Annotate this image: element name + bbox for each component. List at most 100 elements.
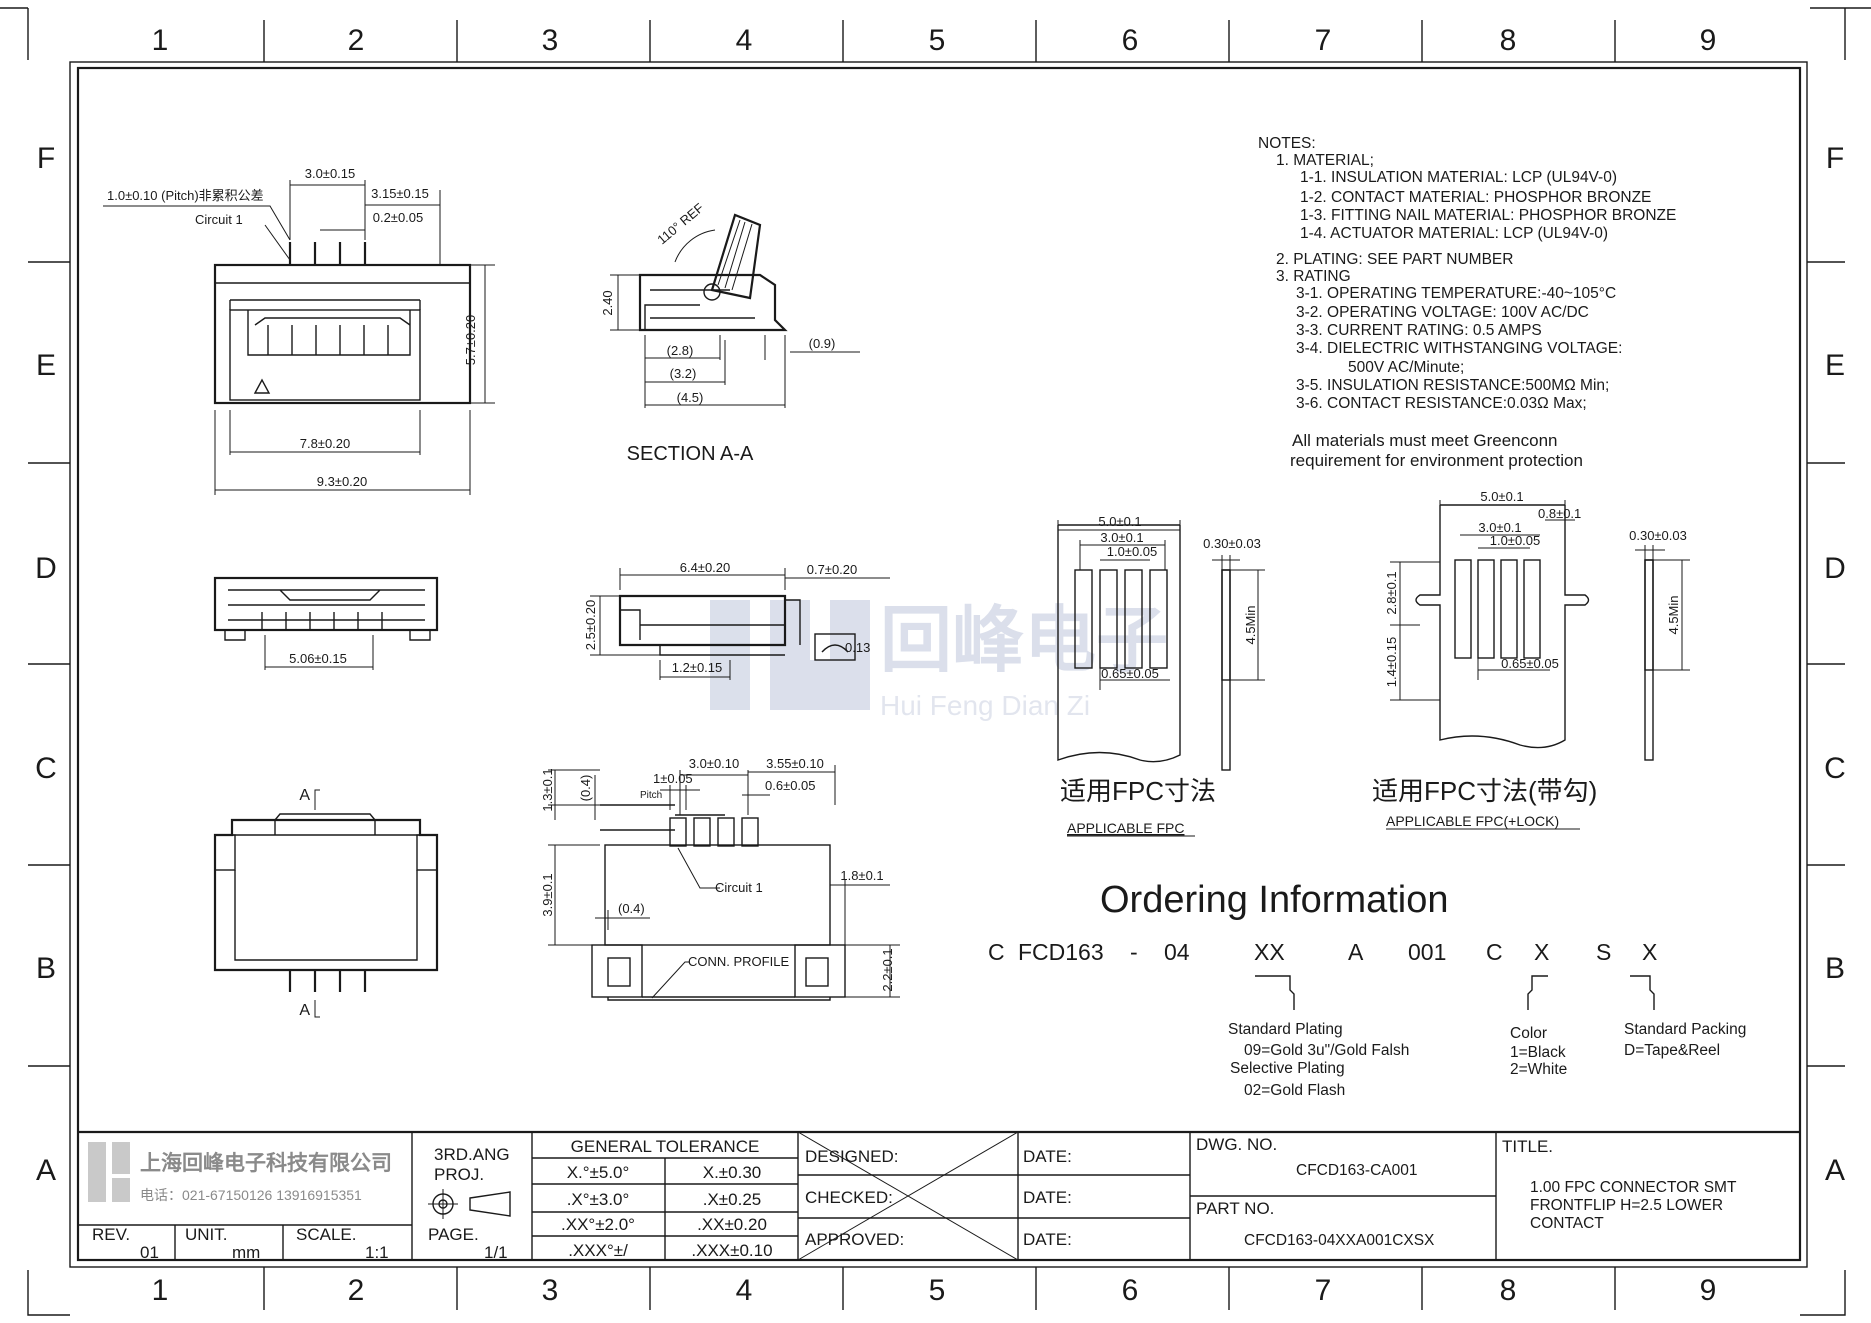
ordering-plating-1: Standard Plating: [1228, 1021, 1343, 1038]
notes-line-11: 3-4. DIELECTRIC WITHSTANGING VOLTAGE:: [1296, 340, 1622, 357]
checked-date-label: DATE:: [1023, 1188, 1072, 1207]
sheet-frame: [0, 7, 1871, 1316]
applicable-fpc: 5.0±0.1 3.0±0.1 1.0±0.05 0.65±0.05 0.30±…: [1057, 514, 1265, 837]
zone-col-8: 8: [1500, 24, 1517, 57]
dim-total-width: 9.3±0.20: [317, 474, 368, 489]
tol-angle-3: .XX°±2.0°: [561, 1215, 635, 1234]
unit-label: UNIT.: [185, 1225, 228, 1244]
zone-col-6: 6: [1122, 24, 1139, 57]
dwg-no-value: CFCD163-CA001: [1296, 1162, 1417, 1179]
designed-date-label: DATE:: [1023, 1147, 1072, 1166]
unit-value: mm: [232, 1243, 260, 1262]
dim-inner-width: 7.8±0.20: [300, 436, 351, 451]
page-label: PAGE.: [428, 1225, 479, 1244]
rev-value: 01: [140, 1243, 159, 1262]
tol-angle-2: .X°±3.0°: [567, 1190, 630, 1209]
zone-row-e-right: E: [1825, 349, 1845, 382]
fpclock-min-len: 4.5Min: [1666, 595, 1681, 634]
front-view: 5.06±0.15: [213, 576, 439, 670]
code-a: A: [1348, 939, 1364, 965]
dim-section-d3: (4.5): [677, 390, 704, 405]
fpc-w-total: 5.0±0.1: [1098, 514, 1141, 529]
fpclock-thick: 0.30±0.03: [1629, 528, 1687, 543]
dwg-no-label: DWG. NO.: [1196, 1135, 1277, 1154]
tolerance-title: GENERAL TOLERANCE: [571, 1137, 760, 1156]
designed-label: DESIGNED:: [805, 1147, 899, 1166]
zone-col-5-bottom: 5: [929, 1274, 946, 1307]
dim-top-pin: 0.2±0.05: [373, 210, 424, 225]
fpc-thick: 0.30±0.03: [1203, 536, 1261, 551]
notes-env-1: All materials must meet Greenconn: [1292, 431, 1558, 450]
dim-side-length: 6.4±0.20: [680, 560, 731, 575]
fpclock-w-span: 3.0±0.1: [1478, 520, 1521, 535]
fpc-title-cn: 适用FPC寸法: [1060, 776, 1216, 806]
company-name: 上海回峰电子科技有限公司: [140, 1151, 392, 1175]
zone-col-6-bottom: 6: [1122, 1274, 1139, 1307]
dim-side-tab: 0.7±0.20: [807, 562, 858, 577]
pad-layout: 1±0.05 Pitch 3.0±0.10 3.55±0.10 0.6±0.05…: [540, 756, 900, 1001]
title-line-2: FRONTFLIP H=2.5 LOWER: [1530, 1197, 1723, 1214]
fpc-min-len: 4.5Min: [1243, 605, 1258, 644]
notes-heading: NOTES:: [1258, 135, 1316, 152]
dim-pad-h3: 3.9±0.1: [540, 873, 555, 916]
zone-col-1-bottom: 1: [152, 1274, 169, 1307]
title-label: TITLE.: [1502, 1137, 1553, 1156]
fpc-w-pad: 0.65±0.05: [1101, 666, 1159, 681]
company-logo-icon: [88, 1142, 130, 1202]
dim-pad-span: 3.0±0.10: [689, 756, 740, 771]
dim-front-width: 5.06±0.15: [289, 651, 347, 666]
third-angle-projection-icon: [428, 1189, 511, 1219]
scale-value: 1:1: [365, 1243, 389, 1262]
dim-pad-h1: 1.3±0.1: [540, 768, 555, 811]
fpclock-w-total: 5.0±0.1: [1480, 489, 1523, 504]
side-view: 0.13 6.4±0.20 0.7±0.20 2.5±0.20 1.2±0.15: [583, 560, 890, 680]
notes-line-1: 1. MATERIAL;: [1276, 152, 1374, 169]
tol-linear-4: .XXX±0.10: [691, 1241, 772, 1260]
dim-pad-h4: (0.4): [618, 901, 645, 916]
notes-line-2: 1-1. INSULATION MATERIAL: LCP (UL94V-0): [1300, 169, 1617, 186]
bottom-view: A A: [213, 787, 439, 1019]
top-view: 3.0±0.15 3.15±0.15 0.2±0.05 1.0±0.10 (Pi…: [103, 166, 495, 495]
notes-line-10: 3-3. CURRENT RATING: 0.5 AMPS: [1296, 322, 1542, 339]
code-001: 001: [1408, 939, 1446, 965]
company-phone: 电话：021-67150126 13916915351: [140, 1187, 362, 1203]
zone-col-4: 4: [736, 24, 753, 57]
ordering-pack-1: Standard Packing: [1624, 1021, 1746, 1038]
zone-row-f-right: F: [1826, 142, 1844, 175]
notes-line-3: 1-2. CONTACT MATERIAL: PHOSPHOR BRONZE: [1300, 189, 1651, 206]
dim-pad-nail: 2.2±0.1: [880, 948, 895, 991]
dim-side-height: 2.5±0.20: [583, 600, 598, 651]
dim-side-foot: 1.2±0.15: [672, 660, 723, 675]
title-line-3: CONTACT: [1530, 1215, 1604, 1232]
notes-line-8: 3-1. OPERATING TEMPERATURE:-40~105°C: [1296, 285, 1616, 302]
part-no-value: CFCD163-04XXA001CXSX: [1244, 1232, 1435, 1249]
pad-circuit-label: Circuit 1: [715, 880, 763, 895]
title-block: 上海回峰电子科技有限公司 电话：021-67150126 13916915351…: [78, 1130, 1800, 1262]
zone-row-f: F: [37, 142, 55, 175]
ordering-plating-4: 02=Gold Flash: [1244, 1082, 1345, 1099]
tol-angle-1: X.°±5.0°: [567, 1163, 630, 1182]
zone-row-d-right: D: [1824, 552, 1846, 585]
dim-pitch-label: 1.0±0.10 (Pitch)非累积公差: [107, 188, 264, 203]
ordering-plating-3: Selective Plating: [1230, 1060, 1345, 1077]
fpclock-title-cn: 适用FPC寸法(带勾): [1372, 776, 1597, 806]
code-dash: -: [1130, 939, 1138, 965]
projection-label-2: PROJ.: [434, 1165, 484, 1184]
page-value: 1/1: [484, 1243, 508, 1262]
zone-col-3-bottom: 3: [542, 1274, 559, 1307]
dim-section-height: 2.40: [600, 290, 615, 315]
dim-pad-side: 1.8±0.1: [840, 868, 883, 883]
scale-label: SCALE.: [296, 1225, 356, 1244]
applicable-fpc-lock: 5.0±0.1 0.8±0.1 3.0±0.1 1.0±0.05 0.65±0.…: [1372, 489, 1690, 830]
notes-line-6: 2. PLATING: SEE PART NUMBER: [1276, 251, 1513, 268]
dim-top-span: 3.0±0.15: [305, 166, 356, 181]
title-line-1: 1.00 FPC CONNECTOR SMT: [1530, 1179, 1737, 1196]
notes-line-7: 3. RATING: [1276, 268, 1351, 285]
code-pins: 04: [1164, 939, 1190, 965]
zone-col-5: 5: [929, 24, 946, 57]
pad-pitch-word: Pitch: [640, 790, 662, 801]
fpclock-w-pad: 0.65±0.05: [1501, 656, 1559, 671]
fpclock-h2: 1.4±0.15: [1384, 637, 1399, 688]
ordering-pack-2: D=Tape&Reel: [1624, 1042, 1720, 1059]
